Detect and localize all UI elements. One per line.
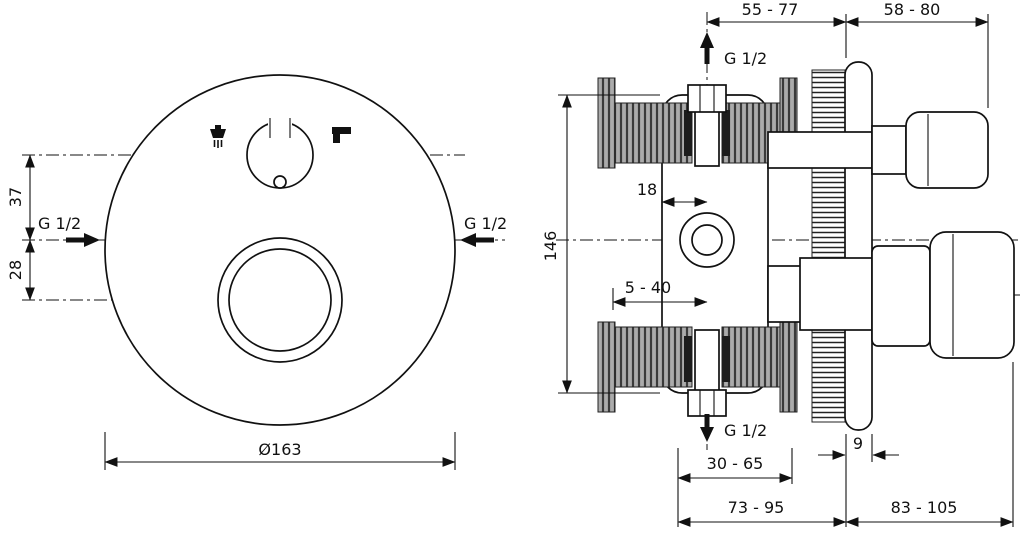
bottom-pipe xyxy=(694,329,720,393)
knob-slot-gap xyxy=(268,116,292,126)
cover-sleeve-section xyxy=(811,69,846,423)
seal-bottom-left xyxy=(684,336,692,382)
wall-flange xyxy=(844,61,873,431)
bracket-bottom-left xyxy=(614,326,693,388)
spout-icon xyxy=(332,127,351,143)
dim-37-28: 37 28 xyxy=(6,154,35,301)
dim-label-83-105: 83 - 105 xyxy=(891,498,958,517)
upper-spindle xyxy=(767,131,873,169)
bracket-bottom-right xyxy=(721,326,781,388)
seal-top-right xyxy=(722,110,730,156)
shower-icon xyxy=(210,125,226,148)
port-bottom-arrow-head xyxy=(700,427,714,442)
seal-bottom-right xyxy=(722,336,730,382)
dim-label-55-77: 55 - 77 xyxy=(742,0,799,19)
dim-146: 146 xyxy=(541,94,660,394)
bracket-top-left xyxy=(614,102,693,164)
bracket-bar-bottom-left xyxy=(597,321,616,413)
lower-handle-neck xyxy=(871,245,931,347)
bracket-bar-bottom-right xyxy=(779,321,798,413)
bracket-bar-top-left xyxy=(597,77,616,169)
dim-30-65: 30 - 65 xyxy=(677,448,793,527)
port-top: G 1/2 xyxy=(700,32,767,68)
knob-detent xyxy=(273,175,287,189)
port-left: G 1/2 xyxy=(38,214,100,247)
dim-9: 9 xyxy=(818,434,899,527)
bottom-connection-nut xyxy=(687,389,727,417)
dim-label-58-80: 58 - 80 xyxy=(884,0,941,19)
port-top-label: G 1/2 xyxy=(724,49,767,68)
dim-label-73-95: 73 - 95 xyxy=(728,498,785,517)
dim-label-diameter: Ø163 xyxy=(258,440,301,459)
top-connection-nut xyxy=(687,84,727,113)
dim-label-9: 9 xyxy=(853,434,863,453)
upper-handle-neck xyxy=(871,125,907,175)
volume-knob-inner xyxy=(228,248,332,352)
dim-label-18: 18 xyxy=(637,180,657,199)
temperature-knob xyxy=(246,116,314,189)
front-view: 37 28 G 1/2 G 1/2 Ø163 xyxy=(6,74,507,470)
cartridge-boss-inner xyxy=(691,224,723,256)
volume-knob xyxy=(217,237,343,363)
port-left-label: G 1/2 xyxy=(38,214,81,233)
port-right: G 1/2 xyxy=(460,214,507,247)
side-view: 55 - 77 58 - 80 G 1/2 146 18 5 - 40 xyxy=(541,0,1020,527)
dim-label-37: 37 xyxy=(6,187,25,207)
dim-label-5-40: 5 - 40 xyxy=(625,278,671,297)
port-right-arrow-head xyxy=(460,233,476,247)
upper-handle xyxy=(905,111,989,189)
port-bottom: G 1/2 xyxy=(700,414,767,442)
port-left-arrow-head xyxy=(84,233,100,247)
lower-handle xyxy=(929,231,1015,359)
seal-top-left xyxy=(684,110,692,156)
dim-label-28: 28 xyxy=(6,260,25,280)
dim-diameter: Ø163 xyxy=(104,432,456,470)
dim-top-depths: 55 - 77 58 - 80 xyxy=(706,0,989,108)
lower-cartridge-extension xyxy=(799,257,873,331)
port-right-label: G 1/2 xyxy=(464,214,507,233)
port-bottom-label: G 1/2 xyxy=(724,421,767,440)
dim-18: 18 xyxy=(637,180,708,208)
dim-label-146: 146 xyxy=(541,231,560,262)
port-top-arrow-head xyxy=(700,32,714,48)
dim-5-40: 5 - 40 xyxy=(612,278,708,310)
dim-label-30-65: 30 - 65 xyxy=(707,454,764,473)
dim-bottom-depths: 73 - 95 83 - 105 xyxy=(677,362,1014,527)
